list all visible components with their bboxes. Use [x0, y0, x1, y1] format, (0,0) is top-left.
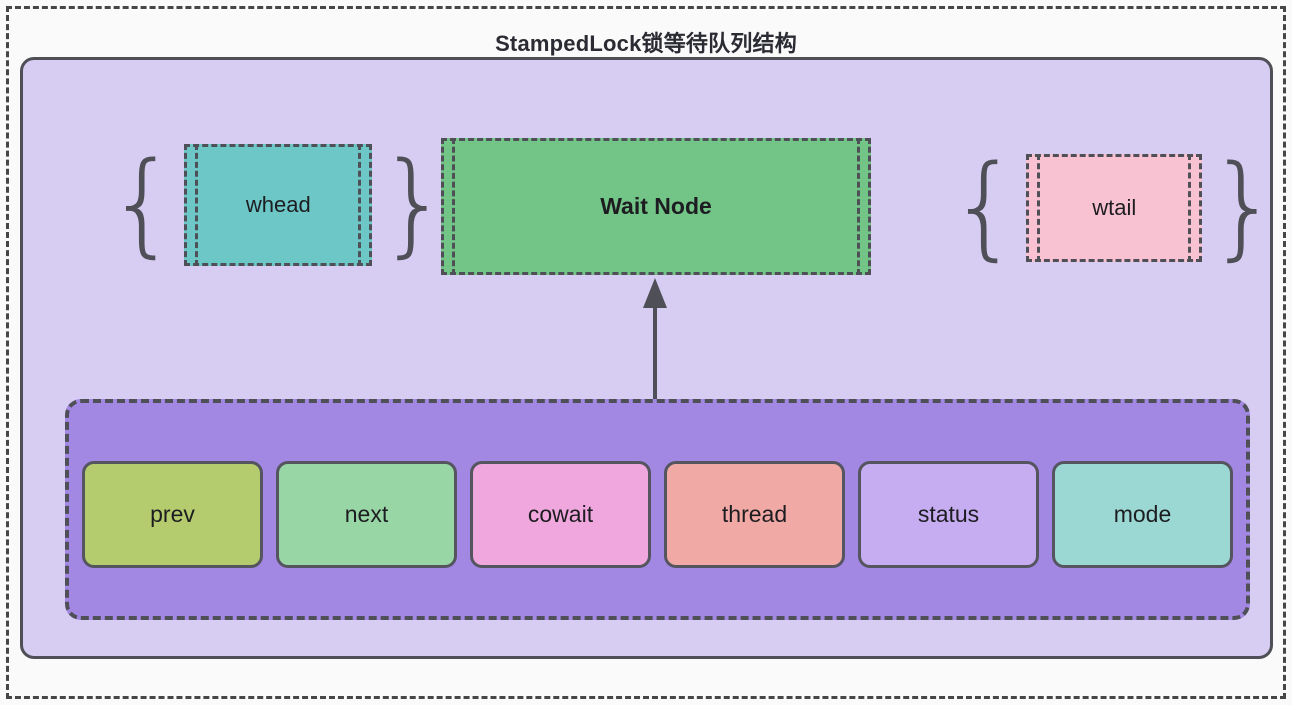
page-title: StampedLock锁等待队列结构 — [495, 31, 797, 56]
field-mode-label: mode — [1113, 501, 1172, 527]
node-fields-row: prev next cowait thread status mode — [82, 461, 1233, 568]
field-thread[interactable]: thread — [664, 461, 845, 568]
field-prev[interactable]: prev — [82, 461, 263, 568]
whead-box[interactable]: whead — [184, 144, 373, 266]
field-mode[interactable]: mode — [1052, 461, 1233, 568]
brace-right-icon: } — [378, 139, 450, 270]
pointer-group-whead: { whead } — [107, 144, 450, 266]
node-field-container: prev next cowait thread status mode — [65, 399, 1250, 620]
main-panel: { whead } Wait Node { wtail } — [20, 57, 1280, 659]
field-thread-label: thread — [721, 501, 788, 527]
field-cowait[interactable]: cowait — [470, 461, 651, 568]
brace-right-icon: } — [1208, 142, 1280, 273]
wtail-label: wtail — [1092, 195, 1137, 220]
wait-node-box[interactable]: Wait Node — [441, 138, 871, 275]
field-status-label: status — [917, 501, 980, 527]
field-next-label: next — [344, 501, 389, 527]
brace-left-icon: { — [107, 139, 179, 270]
whead-label: whead — [245, 192, 311, 217]
pointer-group-wtail: { wtail } — [949, 142, 1280, 273]
brace-left-icon: { — [949, 142, 1021, 273]
arrow-up-icon — [643, 278, 667, 402]
field-next[interactable]: next — [276, 461, 457, 568]
wait-node-label: Wait Node — [600, 193, 712, 219]
field-status[interactable]: status — [858, 461, 1039, 568]
field-prev-label: prev — [150, 501, 195, 527]
field-cowait-label: cowait — [527, 501, 594, 527]
wtail-box[interactable]: wtail — [1026, 154, 1203, 262]
